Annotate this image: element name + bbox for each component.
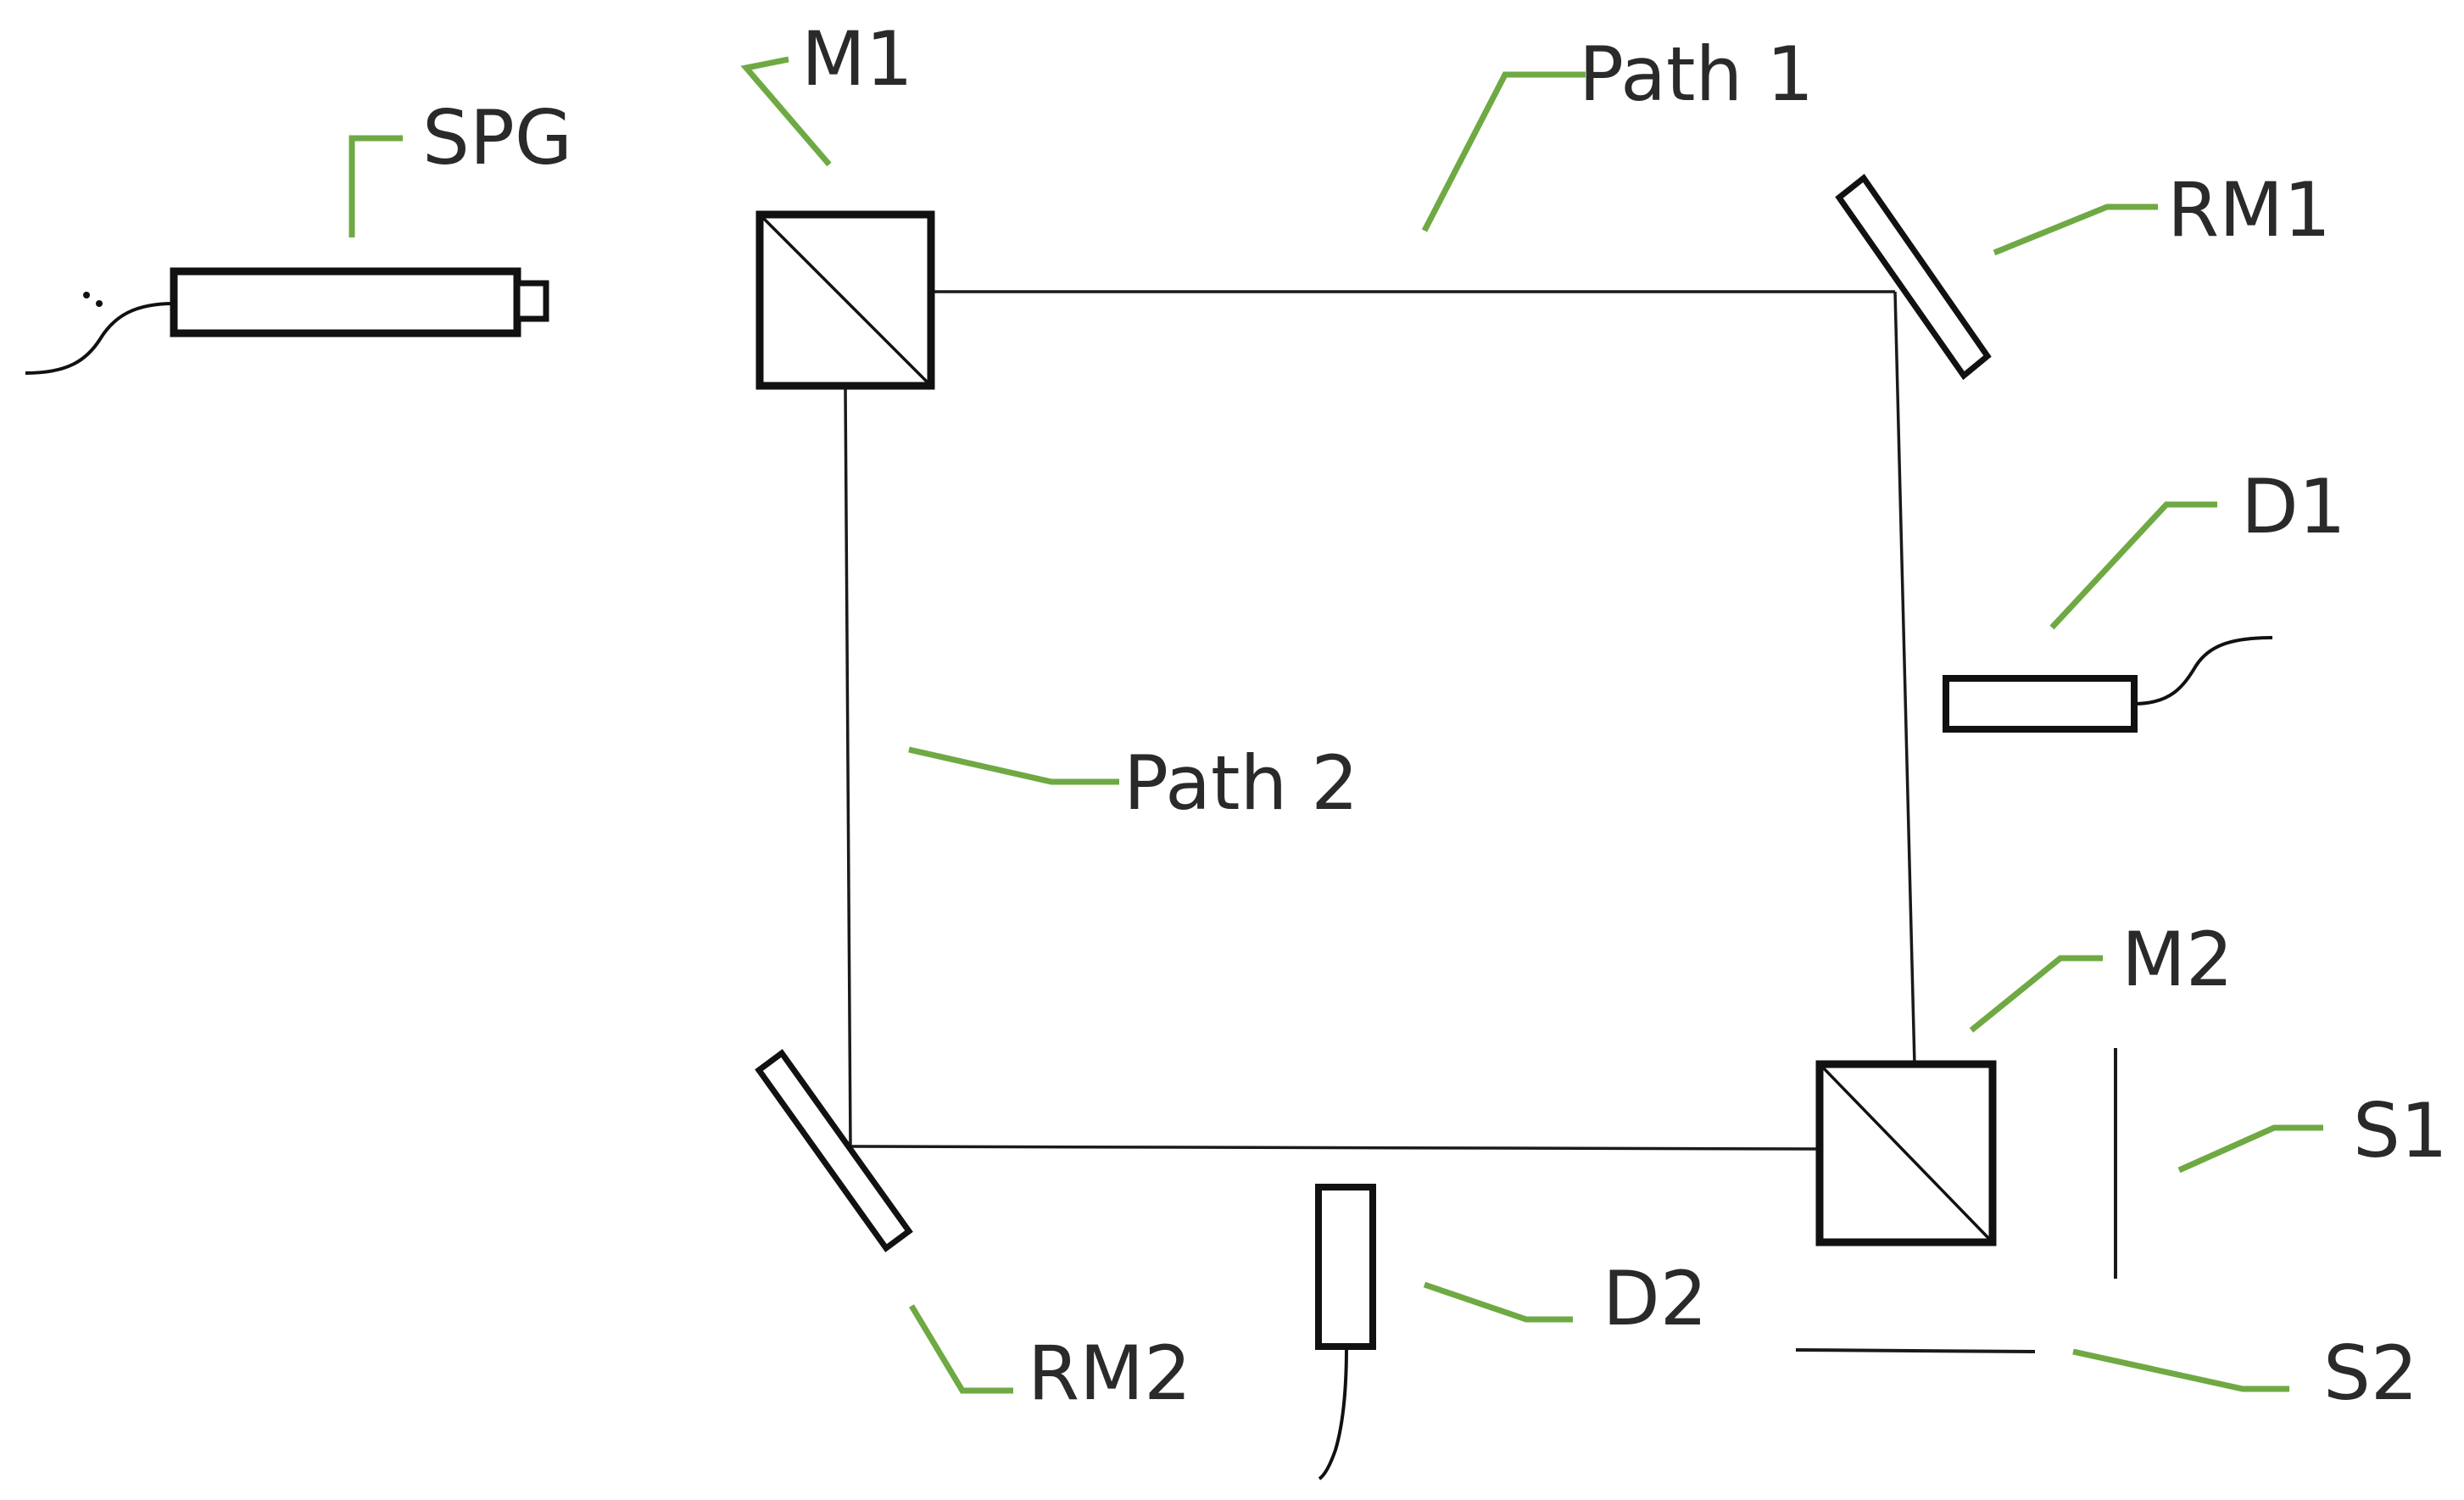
leader-d2 <box>1423 1281 1573 1323</box>
beam-splitter-m1 <box>755 210 935 390</box>
leader-s1 <box>2177 1124 2323 1174</box>
label-s2: S2 <box>2323 1330 2418 1417</box>
labels: SPG M1 Path 1 RM1 D1 Path 2 M2 S1 D2 RM2… <box>422 15 2448 1417</box>
m1-diagonal <box>761 216 929 384</box>
spg-body <box>170 267 521 337</box>
spg-cable-dot-a <box>83 292 90 298</box>
leader-path2 <box>908 746 1119 785</box>
rm1-plate <box>1835 173 1992 381</box>
leader-rm2 <box>908 1304 1013 1394</box>
leader-rm1 <box>1993 204 2158 256</box>
beam-right-vertical <box>1893 291 1916 1066</box>
leader-s2 <box>2072 1348 2289 1392</box>
beam-bottom-horizontal <box>850 1145 1824 1151</box>
label-d1: D1 <box>2241 463 2346 550</box>
leader-d1 <box>2049 501 2217 630</box>
leader-lines <box>348 56 2323 1394</box>
leader-spg <box>348 135 403 237</box>
leader-m2 <box>1969 955 2103 1033</box>
label-s1: S1 <box>2353 1087 2448 1174</box>
label-rm1: RM1 <box>2167 166 2331 254</box>
leader-path1 <box>1421 71 1586 232</box>
leader-m1 <box>740 56 832 167</box>
m2-diagonal <box>1821 1066 1991 1241</box>
d1-body <box>1943 675 2138 733</box>
beam-path2-left-vertical <box>844 387 852 1147</box>
reflecting-mirror-rm2 <box>755 1049 913 1252</box>
spg-cable <box>25 302 175 375</box>
label-rm2: RM2 <box>1028 1330 1191 1417</box>
screens <box>1795 1048 2117 1353</box>
d2-cable <box>1318 1346 1348 1480</box>
beam-splitter-m2 <box>1815 1060 1997 1246</box>
spg-nozzle <box>514 280 549 322</box>
detector-d2 <box>1315 1184 1376 1480</box>
reflecting-mirror-rm1 <box>1835 173 1992 381</box>
label-path2: Path 2 <box>1123 739 1358 827</box>
d2-body <box>1315 1184 1376 1350</box>
screen-s2 <box>1795 1348 2036 1353</box>
label-spg: SPG <box>422 94 572 181</box>
label-path1: Path 1 <box>1579 31 1814 118</box>
rm2-plate <box>755 1049 913 1252</box>
beam-paths <box>844 290 1916 1151</box>
label-m1: M1 <box>801 15 913 103</box>
label-d2: D2 <box>1603 1255 1708 1342</box>
label-m2: M2 <box>2121 916 2233 1003</box>
d1-cable <box>2133 636 2273 705</box>
detector-d1 <box>1943 636 2273 733</box>
single-photon-generator <box>25 267 549 375</box>
spg-cable-dot-b <box>96 300 103 307</box>
